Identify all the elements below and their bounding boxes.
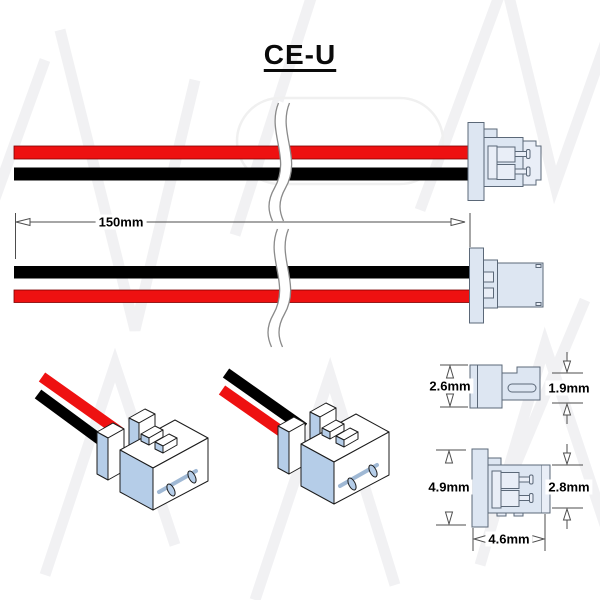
dim-1_9mm-lines bbox=[552, 352, 583, 424]
side-profile-drawing bbox=[440, 352, 583, 424]
isometric-view-right bbox=[218, 368, 391, 506]
dim-label-cavity-height: 2.8mm bbox=[545, 479, 593, 495]
top-red-wire bbox=[13, 145, 471, 160]
rear-profile-drawing bbox=[436, 444, 583, 551]
middle-connector-side-view bbox=[469, 247, 544, 324]
middle-wire-break bbox=[267, 226, 292, 350]
middle-black-wire bbox=[14, 266, 470, 279]
length-dimension-label: 150mm bbox=[95, 214, 147, 230]
dim-2_8mm-lines bbox=[552, 444, 583, 529]
middle-red-wire bbox=[13, 289, 471, 303]
dim-label-housing-width: 4.6mm bbox=[485, 531, 533, 547]
iso-left-red-wire bbox=[38, 372, 125, 438]
dim-label-housing-height: 4.9mm bbox=[425, 479, 473, 495]
middle-assembly bbox=[13, 226, 544, 350]
dimension-arrow-right bbox=[450, 217, 466, 227]
top-connector-rear-view bbox=[467, 122, 542, 201]
length-dimension bbox=[15, 213, 471, 259]
iso-left-connector bbox=[95, 407, 210, 512]
dim-label-latch-height: 1.9mm bbox=[545, 380, 593, 396]
top-wire-break bbox=[268, 100, 293, 224]
top-assembly bbox=[13, 100, 542, 224]
dimension-arrow-left bbox=[15, 217, 31, 227]
page-title: CE-U bbox=[263, 39, 337, 70]
top-black-wire bbox=[14, 167, 470, 181]
isometric-view-left bbox=[34, 372, 210, 512]
dim-label-contact-side-height: 2.6mm bbox=[426, 378, 474, 394]
dim-2_6mm-lines bbox=[440, 364, 468, 408]
dim-4_9mm-lines bbox=[436, 449, 466, 526]
